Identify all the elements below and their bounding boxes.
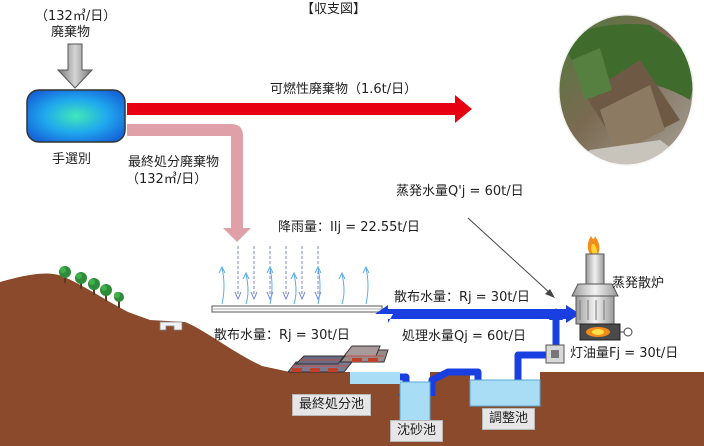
combustible-label: 可燃性廃棄物（1.6t/日） (270, 82, 418, 97)
rain-arrow-head (282, 291, 290, 301)
final-waste-label-2: （132㎥/日） (126, 172, 208, 187)
combustible-arrow (127, 95, 472, 123)
sorting-label: 手選別 (52, 152, 92, 167)
evaporation-label: 蒸発水量Q'j = 60t/日 (396, 184, 524, 199)
evap-arrows (218, 265, 370, 305)
rain-arrows (234, 246, 322, 301)
evap-arrow-head (242, 271, 250, 280)
retaining-wall (159, 321, 183, 331)
spray-water-arrow (375, 305, 580, 323)
spray-water-right-label: 散布水量：Rj = 30t/日 (394, 290, 530, 305)
evap-arrow (317, 267, 321, 305)
incinerator (571, 236, 633, 341)
site-photo (556, 12, 696, 168)
sorting-box (26, 89, 126, 143)
evap-arrow-head (314, 265, 322, 274)
final-waste-arrow (127, 124, 251, 242)
spray-pipe (211, 305, 383, 313)
evap-arrow (269, 267, 273, 305)
rain-label: 降雨量：Ilj = 22.55t/日 (278, 220, 420, 235)
rain-arrow-head (234, 291, 242, 301)
evap-arrow (245, 273, 249, 305)
final-waste-label-1: 最終処分廃棄物 (128, 155, 220, 170)
evap-arrow (221, 267, 225, 305)
spray-water-left-label: 散布水量：Rj = 30t/日 (214, 328, 350, 343)
incinerator-label: 蒸発散炉 (612, 276, 665, 291)
input-amount-label: （132㎥/日） (35, 9, 117, 24)
sediment-pond-label: 沈砂池 (390, 420, 444, 442)
treatment-water-label: 処理水量Qj = 60t/日 (402, 329, 527, 344)
evap-arrow (293, 273, 297, 305)
evap-arrow-head (218, 265, 226, 274)
landfill-label: 最終処分池 (292, 394, 372, 416)
trees (59, 266, 124, 308)
rain-arrow-head (298, 291, 306, 301)
adjustment-pond-label: 調整池 (482, 408, 536, 430)
evaporation-arrow (467, 217, 555, 298)
kerosene-label: 灯油量Fj = 30t/日 (570, 346, 679, 361)
diagram-title: 【収支図】 (301, 2, 367, 17)
rain-arrow-head (250, 291, 258, 301)
evap-arrow-head (338, 271, 346, 280)
ponds (350, 372, 541, 423)
landfill-cells (286, 345, 389, 373)
evap-arrow (341, 273, 345, 305)
evap-arrow (365, 267, 369, 305)
evap-arrow-head (266, 265, 274, 274)
input-arrow (56, 43, 94, 89)
evap-arrow-head (290, 271, 298, 280)
input-waste-label: 廃棄物 (51, 25, 91, 40)
evap-arrow-head (362, 265, 370, 274)
